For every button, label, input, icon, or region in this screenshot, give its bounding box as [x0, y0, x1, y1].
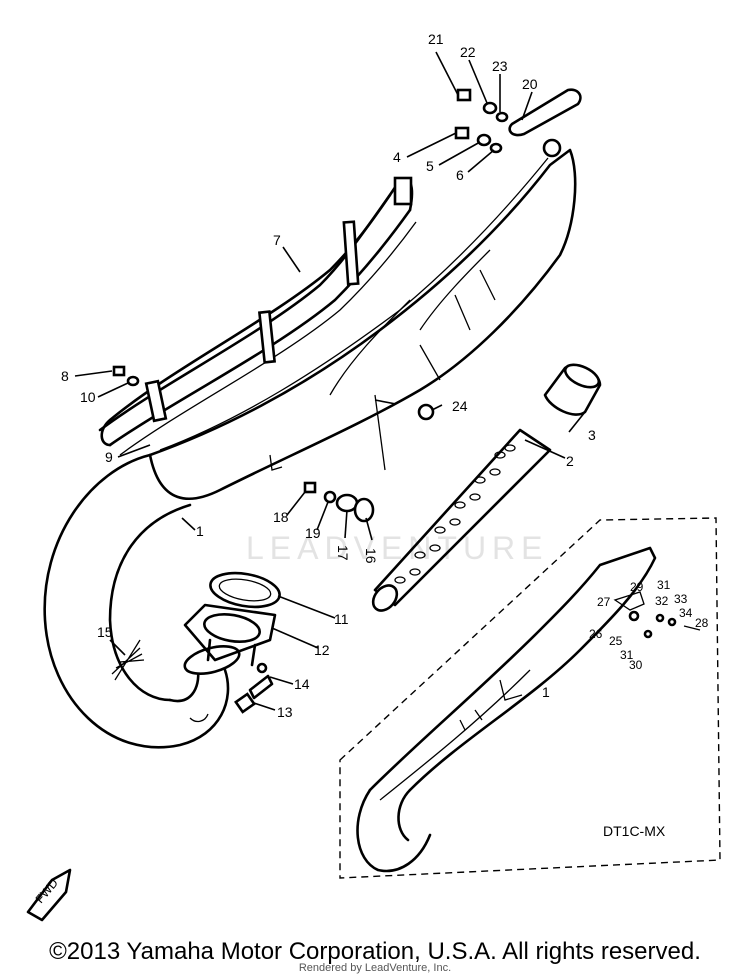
watermark: LEADVENTURE	[246, 530, 549, 566]
leader-lines	[74, 51, 586, 711]
callout-labels: 1 1 2 3 4 5 6 7 8 9 10 11 12 13 14 15 16…	[61, 31, 709, 720]
callout-24: 24	[452, 398, 468, 414]
perforation-holes	[394, 444, 516, 584]
callout-11: 11	[334, 611, 349, 627]
callout-25: 25	[609, 634, 623, 648]
callout-13: 13	[277, 704, 293, 720]
callout-28: 28	[695, 616, 709, 630]
callout-18: 18	[273, 509, 289, 525]
callout-2: 2	[566, 453, 574, 469]
callout-4: 4	[393, 149, 401, 165]
callout-34: 34	[679, 606, 693, 620]
flange-assembly	[111, 571, 281, 714]
callout-1-inset: 1	[542, 684, 550, 700]
callout-15: 15	[97, 624, 113, 640]
expansion-chamber	[43, 148, 577, 749]
callout-14: 14	[294, 676, 310, 692]
callout-10: 10	[80, 389, 96, 405]
callout-23: 23	[492, 58, 508, 74]
callout-7: 7	[273, 232, 281, 248]
copyright-notice: ©2013 Yamaha Motor Corporation, U.S.A. A…	[49, 938, 701, 965]
callout-21: 21	[428, 31, 444, 47]
callout-19: 19	[305, 525, 321, 541]
callout-6: 6	[456, 167, 464, 183]
callout-8: 8	[61, 368, 69, 384]
callout-22: 22	[460, 44, 476, 60]
callout-12: 12	[314, 642, 330, 658]
silencer-tube	[371, 363, 602, 612]
callout-20: 20	[522, 76, 538, 92]
callout-1: 1	[196, 523, 204, 539]
callout-26: 26	[589, 627, 603, 641]
callout-17: 17	[335, 545, 351, 561]
hardware	[112, 88, 582, 523]
fwd-arrow-icon	[26, 868, 72, 922]
callout-5: 5	[426, 158, 434, 174]
callout-32: 32	[655, 594, 669, 608]
model-variant-label: DT1C-MX	[603, 823, 666, 839]
callout-16: 16	[363, 548, 379, 564]
callout-3: 3	[588, 427, 596, 443]
callout-31-top: 31	[657, 578, 671, 592]
dt1c-mx-inset	[339, 517, 721, 879]
callout-33: 33	[674, 592, 688, 606]
callout-30: 30	[629, 658, 643, 672]
callout-9: 9	[105, 449, 113, 465]
callout-29: 29	[630, 580, 644, 594]
callout-27: 27	[597, 595, 611, 609]
callout-31-bottom: 31	[620, 648, 634, 662]
heat-guard	[98, 176, 417, 456]
rendered-by-notice: Rendered by LeadVenture, Inc.	[298, 962, 452, 974]
